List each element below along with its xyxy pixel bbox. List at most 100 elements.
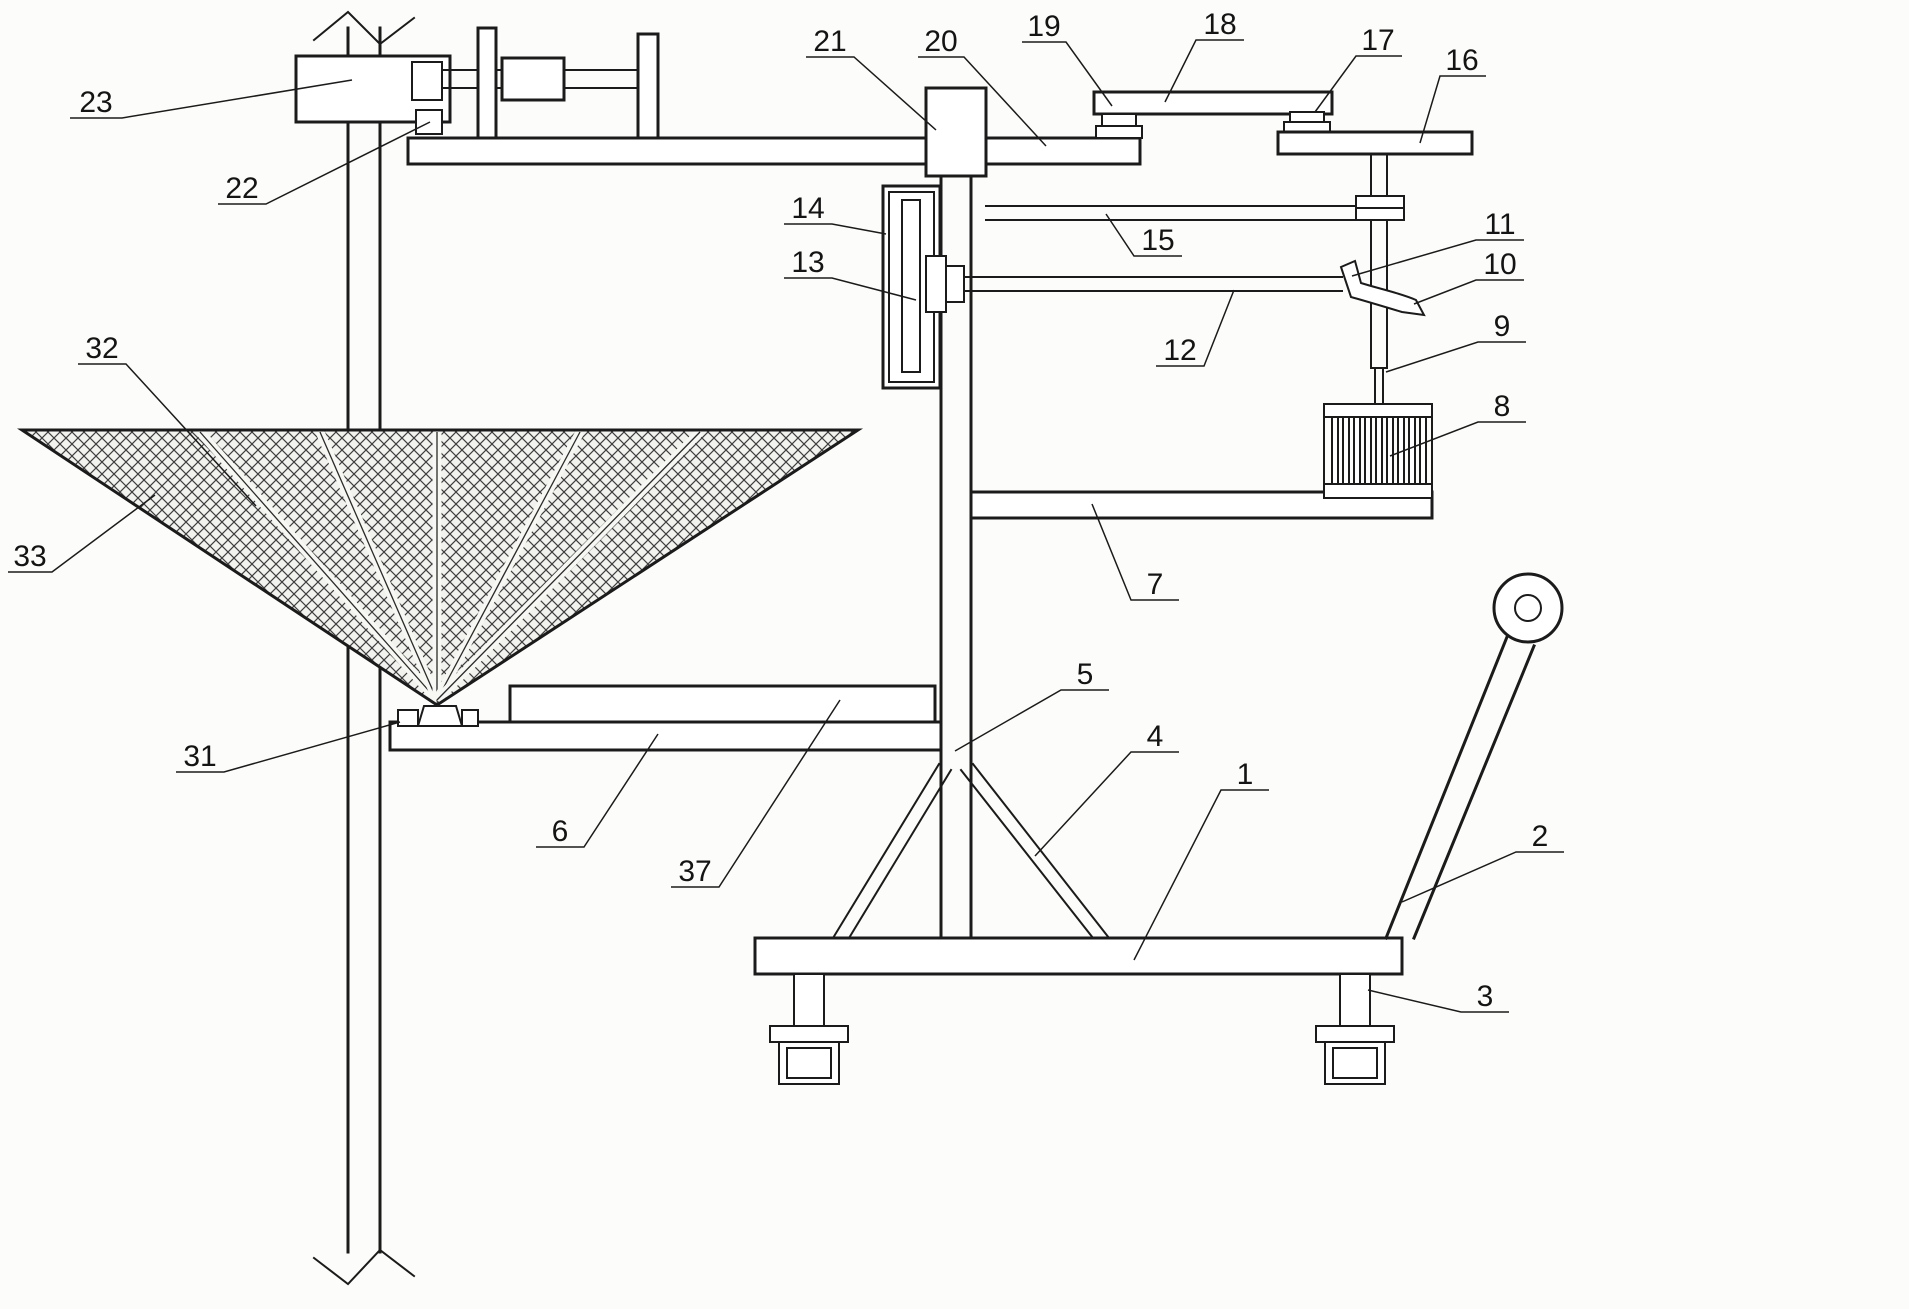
- leader-line: [70, 79, 353, 119]
- part-number: 11: [1484, 208, 1515, 241]
- leader-line: [671, 699, 841, 888]
- top-beam-bar: [406, 136, 1142, 166]
- label-8: 8: [1389, 390, 1526, 457]
- label-33: 33: [8, 494, 156, 573]
- label-16: 16: [1419, 44, 1486, 144]
- caster-wheel-inner: [786, 1047, 832, 1079]
- part-number: 8: [1494, 390, 1511, 423]
- caster-stem: [1339, 973, 1371, 1027]
- part-number: 33: [13, 540, 46, 573]
- caster-bracket: [1315, 1025, 1395, 1043]
- mesh-funnel: [17, 428, 864, 707]
- column-bracket: [924, 86, 988, 178]
- cage-slat: [1408, 416, 1416, 485]
- part-number: 18: [1203, 8, 1236, 41]
- leader-line: [1367, 989, 1509, 1013]
- label-2: 2: [1401, 820, 1564, 903]
- scraper-hook: [1339, 259, 1426, 317]
- leader-line: [1091, 503, 1179, 601]
- part-number: 14: [791, 192, 824, 225]
- label-1: 1: [1133, 758, 1269, 961]
- lower-deck: [388, 684, 943, 752]
- weight-platform: [1092, 90, 1334, 139]
- leader-line: [918, 56, 1047, 147]
- label-10: 10: [1413, 248, 1524, 305]
- brace-left-outer: [831, 762, 941, 940]
- brace-left-inner: [847, 768, 953, 940]
- part-number: 6: [552, 815, 569, 848]
- housing-slide: [901, 199, 921, 373]
- upper-shaft: [985, 205, 1357, 221]
- part-number: 23: [79, 86, 112, 119]
- outlet-hub: [416, 705, 464, 727]
- handle-bar-outer: [1384, 635, 1509, 940]
- funnel-outlet: [397, 705, 479, 727]
- part-number: 1: [1237, 758, 1254, 791]
- clamp-fitting: [411, 61, 443, 101]
- leader-line: [1164, 39, 1244, 103]
- outlet-left-lug: [397, 709, 419, 727]
- label-37: 37: [671, 699, 841, 888]
- part-number: 7: [1147, 568, 1164, 601]
- leader-line: [1389, 421, 1526, 457]
- brush-cage: [1323, 403, 1433, 499]
- part-number: 17: [1361, 24, 1394, 57]
- caster-left: [769, 973, 849, 1085]
- part-number: 15: [1141, 224, 1174, 257]
- brace-right-outer: [971, 762, 1111, 940]
- leader-line: [1419, 75, 1486, 144]
- part-number: 37: [678, 855, 711, 888]
- piston-plate-left: [476, 26, 498, 154]
- funnel-rib: [199, 431, 438, 701]
- caster-stem: [793, 973, 825, 1027]
- threaded-rod: [1355, 153, 1405, 405]
- cage-slat: [1375, 416, 1383, 485]
- right-support: [1276, 130, 1474, 156]
- part-number: 16: [1445, 44, 1478, 77]
- leader-line: [1034, 751, 1179, 857]
- label-23: 23: [70, 79, 353, 119]
- main-column: [924, 86, 988, 940]
- part-number: 5: [1077, 658, 1094, 691]
- right-support-bar: [1276, 130, 1474, 156]
- leader-line: [1385, 341, 1526, 373]
- platform-foot-left-base: [1095, 125, 1143, 139]
- part-number: 21: [813, 25, 846, 58]
- part-number: 9: [1494, 310, 1511, 343]
- cage-slat: [1353, 416, 1361, 485]
- pole-break-top: [312, 10, 416, 46]
- shaft-hub: [945, 265, 965, 303]
- leader-line: [954, 689, 1109, 752]
- part-number: 4: [1147, 720, 1164, 753]
- cage-slat: [1331, 416, 1339, 485]
- part-number: 20: [924, 25, 957, 58]
- leader-line: [1351, 239, 1524, 277]
- base-frame: [753, 936, 1404, 976]
- leader-line: [78, 363, 257, 507]
- part-number: 13: [791, 246, 824, 279]
- brace-right-inner: [959, 768, 1095, 940]
- label-17: 17: [1314, 24, 1402, 113]
- hook-blade: [1339, 259, 1426, 317]
- part-number: 19: [1027, 10, 1060, 43]
- part-number: 3: [1477, 980, 1494, 1013]
- leader-line: [1401, 851, 1564, 903]
- platform-foot-left: [1101, 113, 1137, 127]
- caster-bracket: [769, 1025, 849, 1043]
- leader-line: [176, 721, 401, 773]
- cage-slat: [1364, 416, 1372, 485]
- part-number: 32: [85, 332, 118, 365]
- handle-bar-inner: [1412, 644, 1536, 940]
- platform-foot-right: [1289, 111, 1325, 123]
- label-20: 20: [918, 25, 1047, 147]
- cage-slat: [1342, 416, 1350, 485]
- cage-top-rail: [1323, 403, 1433, 418]
- label-7: 7: [1091, 503, 1179, 601]
- lower-platform: [388, 720, 943, 752]
- label-6: 6: [536, 733, 659, 848]
- top-beam: [406, 136, 1142, 166]
- leader-line: [1105, 213, 1182, 257]
- part-number: 10: [1483, 248, 1516, 281]
- funnel-rib: [436, 431, 581, 701]
